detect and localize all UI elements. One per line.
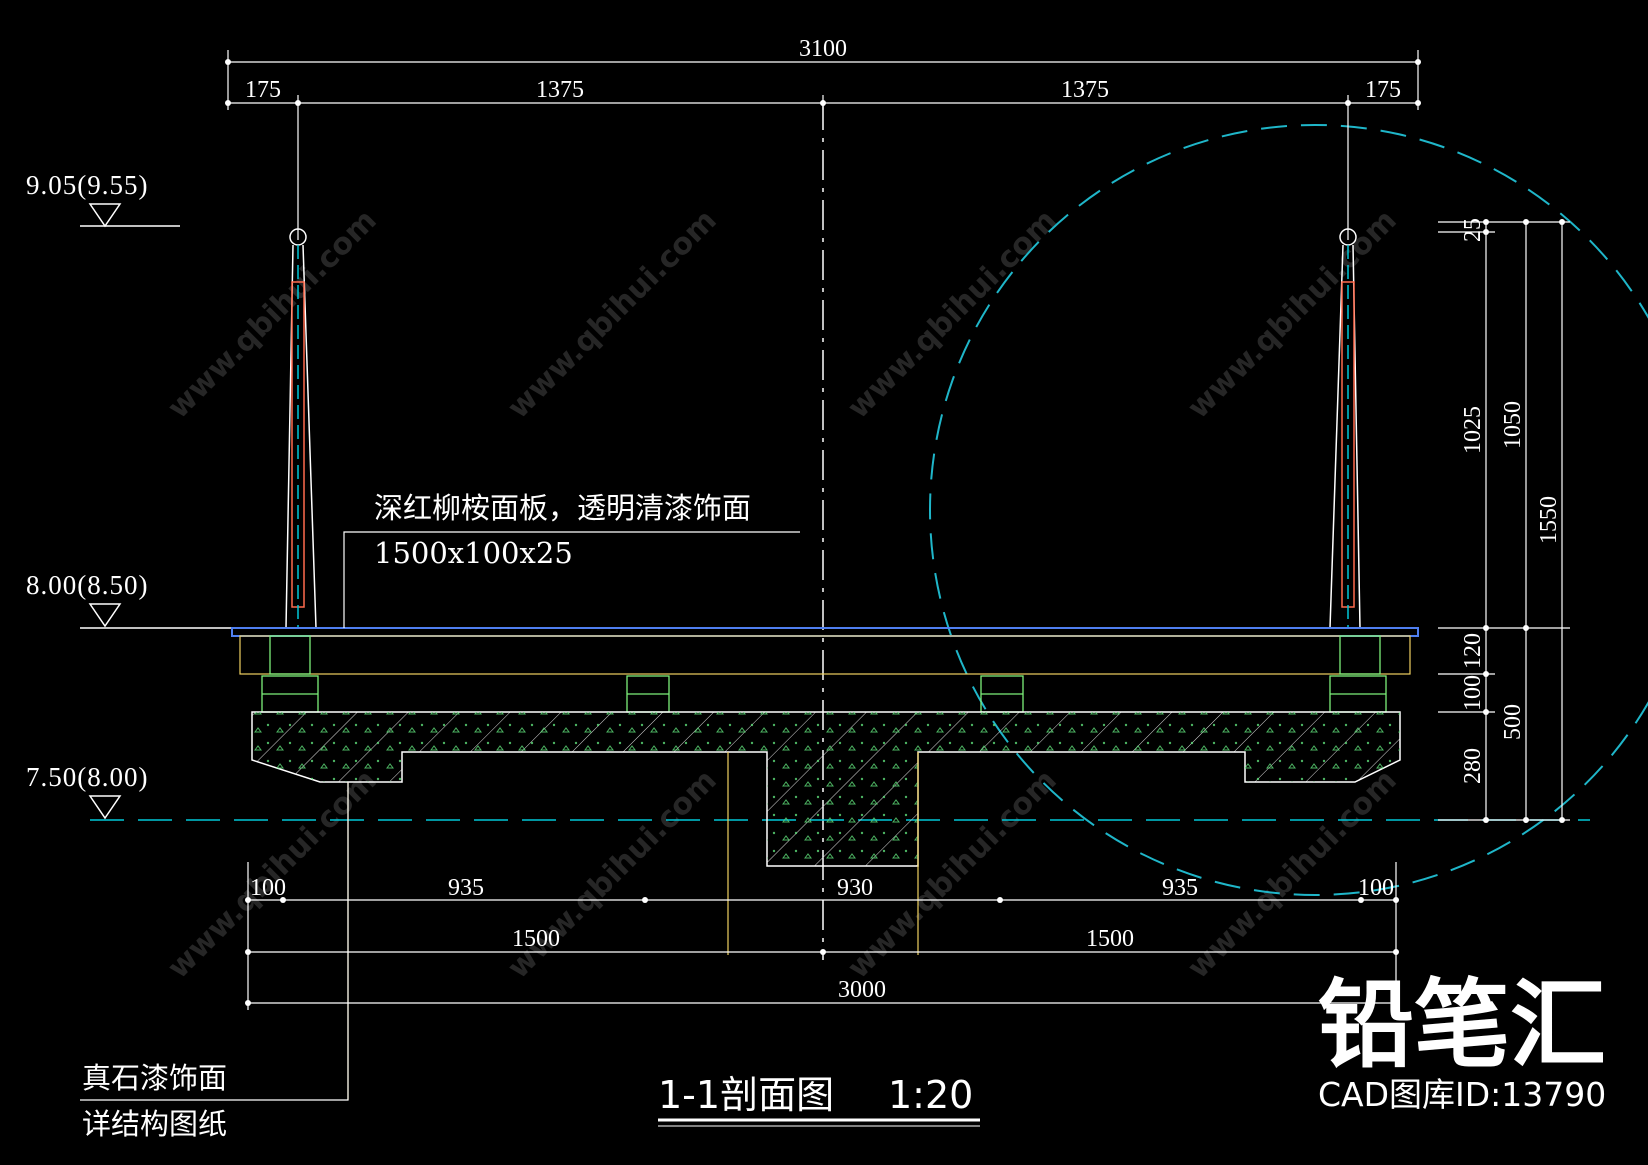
dim-bottom-1500-right: 1500 xyxy=(1086,926,1134,952)
right-dimension-ticks xyxy=(1483,219,1565,823)
dim-bottom-100-right: 100 xyxy=(1358,875,1394,901)
left-post xyxy=(285,228,317,629)
level-marker-905: 9.05(9.55) xyxy=(26,170,180,228)
watermark-text: www.qbihui.com xyxy=(841,203,1064,426)
dim-bottom-100-left: 100 xyxy=(250,875,286,901)
level-label: 7.50(8.00) xyxy=(26,762,148,792)
drawing-title: 1-1剖面图 xyxy=(658,1073,834,1117)
brand-name: 铅笔汇 xyxy=(1318,969,1606,1081)
right-post xyxy=(1329,228,1361,629)
dim-top-seg-4: 175 xyxy=(1365,77,1401,103)
right-dimensions xyxy=(1438,221,1570,821)
stone-note-leader xyxy=(80,782,349,1101)
dim-bottom-930: 930 xyxy=(837,875,873,901)
dim-overall-top: 3100 xyxy=(799,36,847,62)
dim-bottom-1500-left: 1500 xyxy=(512,926,560,952)
watermark-text: www.qbihui.com xyxy=(501,203,724,426)
dim-right-120: 120 xyxy=(1460,633,1486,669)
dim-right-100: 100 xyxy=(1460,675,1486,711)
deck-joist xyxy=(239,635,1411,675)
watermark-text: www.qbihui.com xyxy=(161,203,384,426)
top-dimension-ticks xyxy=(225,59,1421,106)
drawing-scale: 1:20 xyxy=(888,1073,973,1117)
watermark-text: www.qbihui.com xyxy=(1181,203,1404,426)
watermark-layer: www.qbihui.com www.qbihui.com www.qbihui.c… xyxy=(161,203,1404,986)
dim-right-1025: 1025 xyxy=(1460,406,1486,454)
stone-note-line2: 详结构图纸 xyxy=(82,1107,227,1141)
stone-note-line1: 真石漆饰面 xyxy=(82,1061,227,1095)
level-marker-750: 7.50(8.00) xyxy=(26,762,148,820)
brand-id: CAD图库ID:13790 xyxy=(1318,1075,1606,1114)
dim-bottom-935-left: 935 xyxy=(448,875,484,901)
dim-right-500: 500 xyxy=(1500,704,1526,740)
bottom-dimension-ticks xyxy=(245,897,1399,1006)
dim-right-1550: 1550 xyxy=(1536,496,1562,544)
dim-right-1050: 1050 xyxy=(1500,401,1526,449)
dim-bottom-935-right: 935 xyxy=(1162,875,1198,901)
dim-right-25: 25 xyxy=(1460,218,1486,242)
level-label: 9.05(9.55) xyxy=(26,170,148,200)
detail-circle xyxy=(929,124,1648,896)
deck-panel xyxy=(231,627,1419,637)
dim-top-seg-1: 175 xyxy=(245,77,281,103)
panel-note-line1: 深红柳桉面板，透明清漆饰面 xyxy=(374,491,751,525)
dim-right-280: 280 xyxy=(1460,748,1486,784)
panel-note-leader xyxy=(343,531,800,628)
dim-top-seg-2: 1375 xyxy=(536,77,584,103)
level-marker-800: 8.00(8.50) xyxy=(26,570,232,629)
level-label: 8.00(8.50) xyxy=(26,570,148,600)
panel-note-line2: 1500x100x25 xyxy=(374,536,573,570)
dim-bottom-overall: 3000 xyxy=(838,977,886,1003)
dim-top-seg-3: 1375 xyxy=(1061,77,1109,103)
